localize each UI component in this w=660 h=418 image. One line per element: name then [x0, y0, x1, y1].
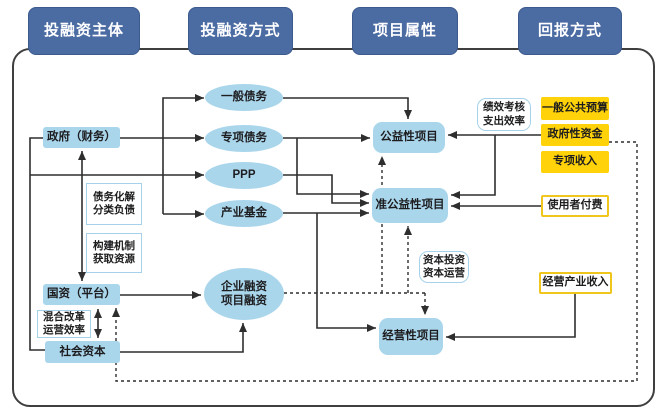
node-ppp: PPP [205, 162, 283, 189]
annotation-mechanism-resources: 构建机制 获取资源 [86, 233, 142, 273]
node-operating-industry-income: 经营产业收入 [539, 272, 612, 294]
node-social-capital: 社会资本 [45, 341, 120, 363]
node-quasi-public-project: 准公益性项目 [372, 188, 448, 223]
header-financing-subject: 投融资主体 [28, 7, 140, 55]
node-government-funds: 政府性资金 [541, 124, 609, 146]
annotation-debt-resolution: 债务化解 分类负债 [86, 183, 142, 225]
node-government-finance: 政府（财务） [43, 127, 120, 148]
node-general-debt: 一般债务 [205, 84, 283, 111]
node-general-public-budget: 一般公共预算 [541, 97, 609, 120]
annotation-mixed-reform: 混合改革 运营效率 [37, 310, 91, 338]
node-user-fee: 使用者付费 [541, 195, 609, 217]
node-special-income: 专项收入 [541, 151, 609, 173]
diagram-frame [12, 48, 655, 407]
annotation-capital-investment-operation: 资本投资 资本运营 [419, 251, 469, 283]
node-special-debt: 专项债务 [205, 125, 283, 152]
header-project-attribute: 项目属性 [352, 7, 458, 55]
node-corporate-project-financing: 企业融资 项目融资 [204, 268, 284, 320]
node-operational-project: 经营性项目 [379, 318, 443, 355]
header-return-method: 回报方式 [518, 7, 622, 55]
annotation-performance-efficiency: 绩效考核 支出效率 [477, 98, 531, 131]
node-public-welfare-project: 公益性项目 [373, 122, 445, 153]
header-financing-method: 投融资方式 [188, 7, 293, 55]
node-state-platform: 国资（平台） [43, 284, 120, 305]
node-industry-fund: 产业基金 [205, 200, 283, 227]
